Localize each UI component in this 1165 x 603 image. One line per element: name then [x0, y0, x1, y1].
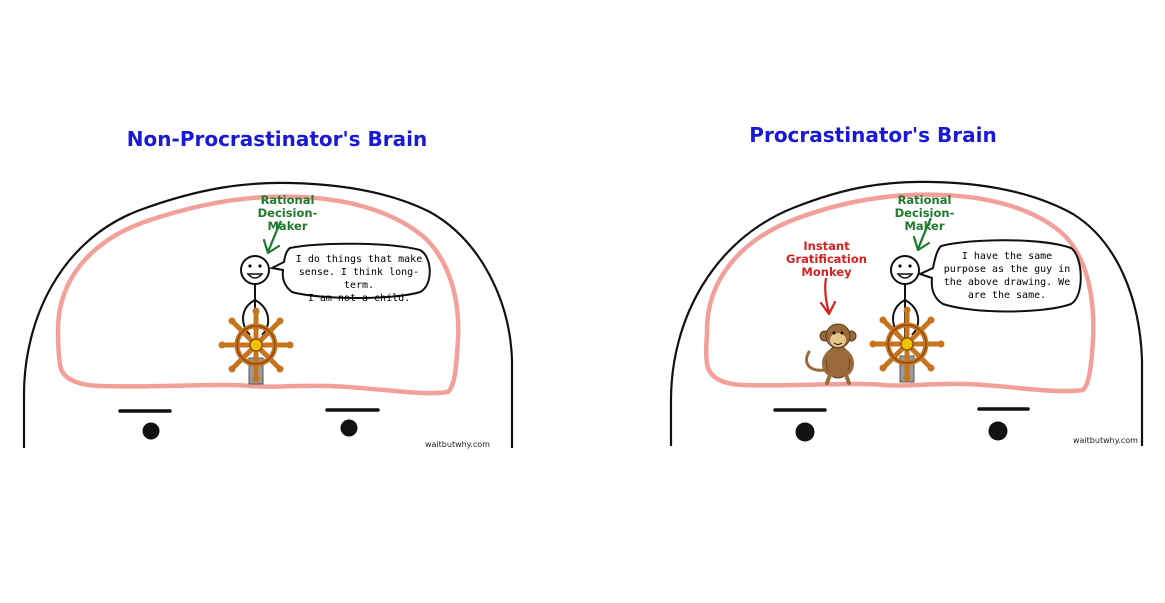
monkey-arrow — [824, 277, 831, 314]
speech-bubble — [268, 242, 431, 299]
decision-maker-arrow — [266, 220, 283, 253]
right-eye — [340, 419, 358, 437]
credit-text: waitbutwhy.com — [425, 440, 490, 449]
panel-title: Non-Procrastinator's Brain — [126, 127, 428, 151]
left-eye — [142, 422, 160, 440]
head-illustration — [22, 181, 514, 448]
credit-text: waitbutwhy.com — [1073, 436, 1138, 445]
head-outline — [22, 181, 514, 448]
decision-maker-arrow — [916, 217, 933, 250]
procrastinator-panel: Procrastinator's Brain — [583, 0, 1165, 603]
speech-bubble — [917, 239, 1082, 313]
speech-text: I have the same purpose as the guy in th… — [943, 251, 1071, 301]
right-eye — [988, 421, 1008, 441]
ship-wheel-icon — [218, 307, 294, 383]
left-eye — [795, 422, 815, 442]
ship-wheel-icon — [869, 306, 945, 382]
brain-outline — [703, 192, 1096, 394]
panel-title: Procrastinator's Brain — [749, 123, 997, 147]
head-outline — [669, 180, 1144, 446]
non-procrastinator-panel: Non-Procrastinator's Brain — [0, 0, 582, 603]
decision-maker-label: Rational Decision-Maker — [257, 193, 318, 233]
brain-outline — [55, 194, 461, 396]
monkey-label: Instant Gratification Monkey — [786, 239, 867, 279]
speech-text: I do things that make sense. I think lon… — [295, 254, 423, 304]
head-illustration — [669, 180, 1144, 446]
monkey-icon — [805, 323, 857, 385]
decision-maker-label: Rational Decision-Maker — [894, 193, 955, 233]
